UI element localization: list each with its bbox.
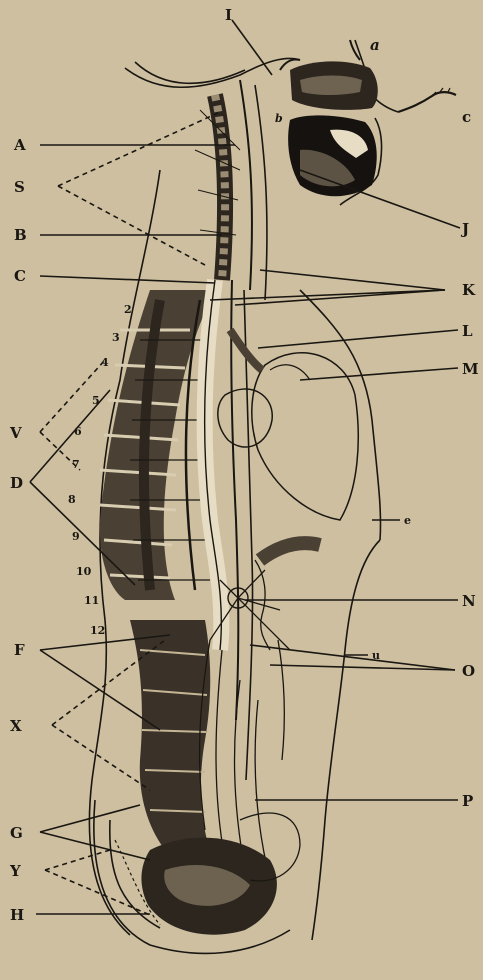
label-S: S — [14, 178, 25, 196]
label-a: a — [370, 36, 380, 54]
vertebra-number: 2 — [124, 303, 132, 316]
label-e: e — [404, 514, 411, 527]
label-L: L — [462, 322, 473, 340]
label-C: C — [14, 267, 26, 285]
label-X: X — [10, 717, 22, 735]
label-b: b — [275, 112, 283, 125]
labels-left: A S B C V D F X G Y H — [9, 136, 27, 924]
label-I: I — [225, 6, 232, 24]
vertebra-number: 7 — [72, 458, 80, 471]
vertebra-number: 11 — [84, 594, 99, 607]
vertebra-number: 9 — [72, 530, 80, 543]
label-J: J — [460, 220, 469, 238]
label-D: D — [10, 474, 23, 492]
vertebra-number: 3 — [112, 331, 120, 344]
label-N: N — [462, 592, 476, 610]
label-F: F — [14, 641, 25, 659]
vertebra-number: 12 — [90, 624, 105, 637]
label-A: A — [13, 136, 26, 154]
label-V: V — [9, 424, 22, 442]
cervical-spine — [195, 80, 267, 300]
label-G: G — [10, 824, 23, 842]
label-P: P — [462, 792, 473, 810]
label-K: K — [462, 281, 476, 299]
vertebra-number: 4 — [101, 356, 109, 369]
vertebra-number: 6 — [74, 425, 82, 438]
label-u: u — [372, 649, 380, 662]
vertebra-number: 5 — [92, 394, 100, 407]
vertebra-number: 8 — [68, 493, 76, 506]
label-c: c — [462, 108, 471, 126]
label-B: B — [14, 226, 27, 244]
heart — [218, 330, 358, 520]
label-Y: Y — [9, 862, 21, 880]
label-M: M — [462, 360, 479, 378]
label-O: O — [462, 662, 475, 680]
vertebra-number: 10 — [76, 565, 92, 578]
label-H: H — [10, 906, 24, 924]
